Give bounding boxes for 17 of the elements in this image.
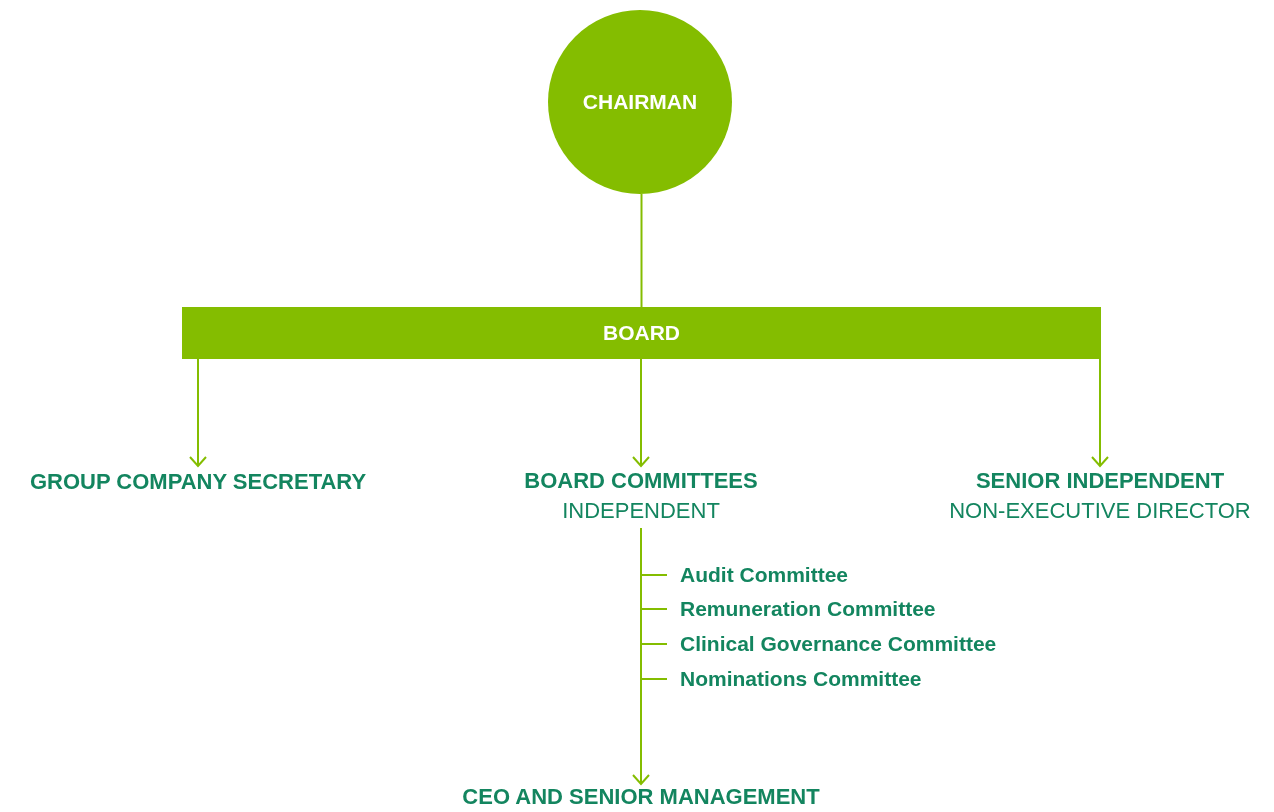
role-label: CEO AND SENIOR MANAGEMENT [421, 784, 861, 810]
role-title: BOARD COMMITTEES [523, 467, 759, 495]
role-subtitle: NON-EXECUTIVE DIRECTOR [948, 497, 1252, 525]
committee-item: Audit Committee [667, 561, 1007, 589]
arrow [1091, 358, 1109, 467]
board-bar: BOARD [182, 307, 1101, 359]
arrow [632, 358, 650, 467]
role-subtitle: INDEPENDENT [561, 497, 721, 525]
committee-item: Remuneration Committee [667, 595, 1007, 623]
committee-item: Clinical Governance Committee [667, 630, 1047, 658]
arrow [632, 527, 650, 785]
connector-line [640, 193, 643, 308]
role-label: GROUP COMPANY SECRETARY [8, 466, 388, 498]
committee-item: Nominations Committee [667, 665, 1007, 693]
role-title: SENIOR INDEPENDENT [974, 467, 1226, 495]
arrow [189, 358, 207, 467]
chairman-circle: CHAIRMAN [548, 10, 732, 194]
